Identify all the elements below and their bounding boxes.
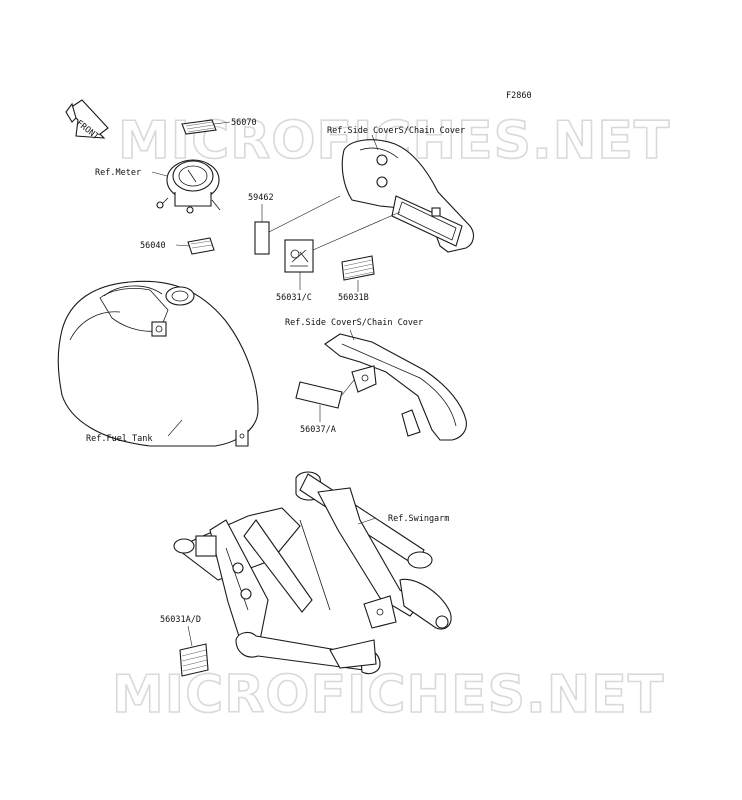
front-arrow-icon: FRONT <box>65 99 109 142</box>
leader-56031c-to-cover <box>312 211 401 251</box>
callout-56031c: 56031/C <box>276 293 312 303</box>
leader-side-cover-2 <box>349 329 355 341</box>
callout-ref-meter: Ref.Meter <box>95 168 141 178</box>
leader-56040 <box>175 244 191 247</box>
watermark-bottom: MICROFICHES.NET <box>112 665 664 725</box>
fuel-tank <box>57 280 259 447</box>
side-cover-upper <box>341 139 475 253</box>
callout-ref-fuel-tank: Ref.Fuel Tank <box>86 434 153 444</box>
callout-56031b: 56031B <box>338 293 369 303</box>
leader-56070 <box>213 121 231 125</box>
leader-swingarm <box>357 517 377 525</box>
leader-59462-to-cover <box>268 195 341 233</box>
callout-ref-side-cover-1: Ref.Side CoverS/Chain Cover <box>327 126 465 136</box>
decal-56031c <box>284 239 314 273</box>
callout-ref-swingarm: Ref.Swingarm <box>388 514 449 524</box>
swingarm <box>173 471 452 675</box>
decal-56037a <box>295 381 343 409</box>
callout-59462: 59462 <box>248 193 274 203</box>
leader-meter <box>151 171 168 177</box>
decal-56040 <box>187 237 215 255</box>
decal-56031b <box>341 255 375 281</box>
chain-cover-lower <box>324 333 467 441</box>
decal-56070 <box>181 119 217 135</box>
leader-56031ad <box>187 625 193 647</box>
leader-fuel-tank <box>167 419 183 437</box>
decal-56031ad <box>179 643 209 677</box>
callout-56070: 56070 <box>231 118 257 128</box>
leader-side-cover-1 <box>371 134 379 151</box>
meter-assembly <box>156 159 221 214</box>
callout-56031ad: 56031A/D <box>160 615 201 625</box>
decal-59462 <box>254 221 270 255</box>
figure-id: F2860 <box>506 91 532 101</box>
callout-56037a: 56037/A <box>300 425 336 435</box>
callout-ref-side-cover-2: Ref.Side CoverS/Chain Cover <box>285 318 423 328</box>
leader-56037a-to-cover <box>341 379 355 396</box>
callout-56040: 56040 <box>140 241 166 251</box>
